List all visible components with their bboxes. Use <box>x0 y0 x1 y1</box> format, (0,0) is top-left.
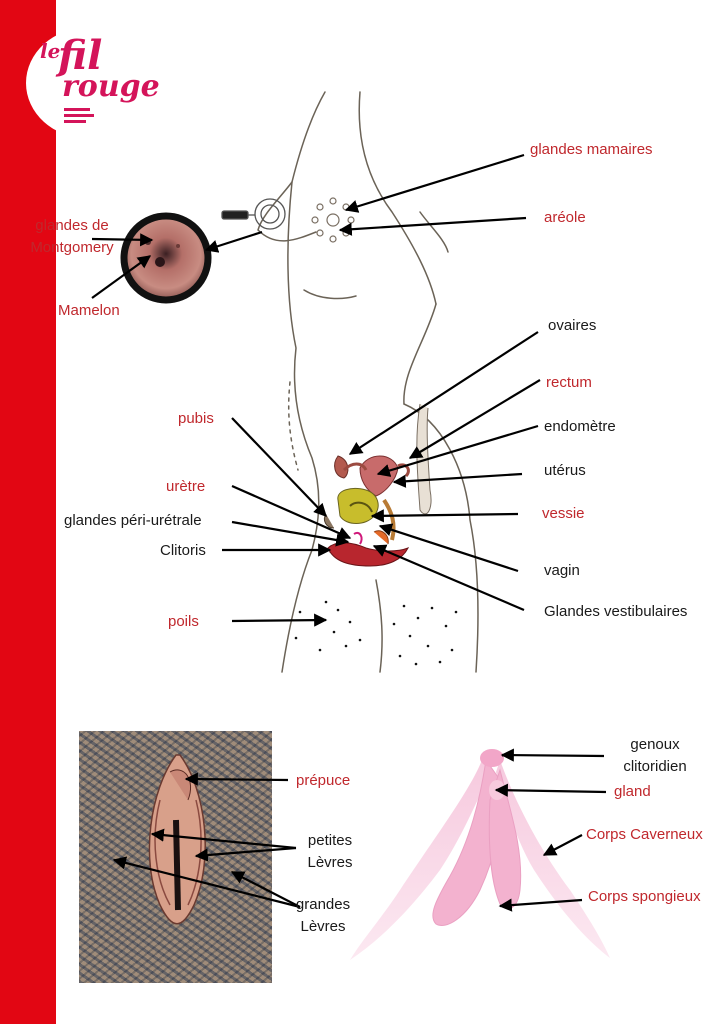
label-glandes-mamaires: glandes mamaires <box>530 141 653 158</box>
label-glandes-peri-uretrale: glandes péri-urétrale <box>64 512 202 529</box>
label-rectum: rectum <box>546 374 592 391</box>
label-vagin: vagin <box>544 562 580 579</box>
label-petites-levres: petites Lèvres <box>307 832 353 871</box>
clitoris-diagram <box>350 749 610 960</box>
annotation-arrows <box>91 153 607 912</box>
label-clitoris: Clitoris <box>160 542 206 559</box>
label-glandes-vestibulaires: Glandes vestibulaires <box>544 603 688 620</box>
logo-fil: fil <box>58 32 103 79</box>
areola-flower <box>311 197 355 243</box>
logo-rouge: rouge <box>62 69 160 104</box>
label-glandes-montgomery: glandes de Montgomery <box>30 217 114 256</box>
label-uterus: utérus <box>544 462 586 479</box>
label-corps-caverneux: Corps Caverneux <box>586 826 703 843</box>
label-genoux-clitoridien: genoux clitoridien <box>623 736 687 775</box>
logo-tagline-graphic <box>64 108 94 126</box>
label-mamelon: Mamelon <box>58 302 120 319</box>
breast <box>221 198 286 230</box>
label-ovaires: ovaires <box>548 317 597 334</box>
label-areole: aréole <box>544 209 586 226</box>
pubic-hair-dots <box>294 600 458 666</box>
nipple-zoom-circle <box>120 212 212 304</box>
label-uretre: urètre <box>166 478 206 495</box>
label-poils: poils <box>168 613 199 630</box>
logo-le: le <box>40 39 61 63</box>
label-gland: gland <box>614 783 651 800</box>
label-grandes-levres: grandes Lèvres <box>295 896 351 935</box>
label-prepuce: prépuce <box>296 772 351 789</box>
logo: le fil rouge <box>26 28 160 138</box>
label-corps-spongieux: Corps spongieux <box>588 888 701 905</box>
label-vessie: vessie <box>542 505 585 522</box>
label-endometre: endomètre <box>544 418 616 435</box>
label-pubis: pubis <box>178 410 214 427</box>
red-side-stripe <box>0 0 56 1024</box>
